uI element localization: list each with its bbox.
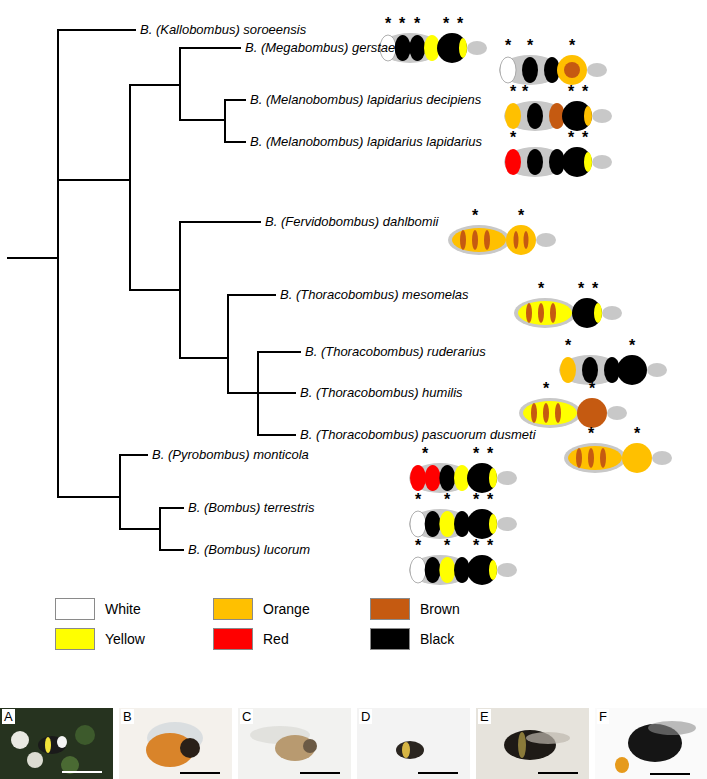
color-pattern-icon	[564, 443, 672, 473]
legend-swatch	[213, 598, 253, 620]
asterisk-mark: *	[444, 539, 450, 553]
asterisk-mark: *	[415, 493, 421, 507]
photo-panel	[357, 708, 470, 779]
color-pattern-icon	[409, 463, 517, 493]
phylogeny-branches	[8, 30, 300, 550]
color-pattern-icon	[448, 225, 556, 255]
legend-text: Yellow	[105, 630, 145, 648]
asterisk-mark: *	[629, 339, 635, 353]
legend-item: Brown	[370, 598, 460, 620]
asterisk-mark: *	[527, 39, 533, 53]
asterisk-mark: *	[543, 382, 549, 396]
asterisk-mark: *	[582, 131, 588, 145]
asterisk-mark: *	[522, 85, 528, 99]
color-pattern-icon	[409, 555, 517, 585]
asterisk-mark: *	[634, 427, 640, 441]
photo-panel	[119, 708, 232, 779]
asterisk-mark: *	[443, 17, 449, 31]
legend-item: Yellow	[55, 628, 145, 650]
color-pattern-icon	[499, 55, 607, 85]
legend-item: Orange	[213, 598, 310, 620]
legend-text: Red	[263, 630, 289, 648]
panel-letter: F	[597, 709, 609, 724]
legend-swatch	[370, 598, 410, 620]
asterisk-mark: *	[510, 131, 516, 145]
panel-letter: A	[2, 709, 15, 724]
panel-letter: C	[240, 709, 253, 724]
legend-item: Black	[370, 628, 454, 650]
legend-item: White	[55, 598, 141, 620]
legend-text: Orange	[263, 600, 310, 618]
color-pattern-icon	[504, 101, 612, 131]
taxon-name: B. (Kallobombus) soroeensis	[140, 21, 306, 39]
legend-text: Black	[420, 630, 454, 648]
asterisk-mark: *	[582, 85, 588, 99]
asterisk-mark: *	[569, 39, 575, 53]
legend-item: Red	[213, 628, 289, 650]
asterisk-mark: *	[487, 493, 493, 507]
color-pattern-icon	[519, 398, 627, 428]
asterisk-mark: *	[538, 282, 544, 296]
panel-letter: E	[478, 709, 491, 724]
asterisk-mark: *	[422, 447, 428, 461]
color-pattern-icon	[409, 509, 517, 539]
taxon-name: B. (Fervidobombus) dahlbomii	[265, 213, 438, 231]
panel-letter: D	[359, 709, 372, 724]
taxon-name: B. (Thoracobombus) humilis	[300, 384, 463, 402]
taxon-name: B. (Pyrobombus) monticola	[152, 446, 309, 464]
asterisk-mark: *	[578, 282, 584, 296]
color-pattern-icon	[514, 298, 622, 328]
asterisk-mark: *	[472, 209, 478, 223]
asterisk-mark: *	[592, 282, 598, 296]
taxon-name: B. (Thoracobombus) mesomelas	[280, 286, 469, 304]
photo-panel	[238, 708, 351, 779]
legend-text: Brown	[420, 600, 460, 618]
taxon-name: B. (Melanobombus) lapidarius decipiens	[250, 91, 481, 109]
asterisk-mark: *	[473, 493, 479, 507]
taxon-name: B. (Melanobombus) lapidarius lapidarius	[250, 133, 482, 151]
asterisk-mark: *	[505, 39, 511, 53]
asterisk-mark: *	[414, 17, 420, 31]
photo-strip	[0, 708, 707, 779]
legend-text: White	[105, 600, 141, 618]
asterisk-mark: *	[589, 382, 595, 396]
asterisk-mark: *	[568, 131, 574, 145]
taxon-name: B. (Bombus) lucorum	[188, 541, 310, 559]
asterisk-mark: *	[473, 447, 479, 461]
asterisk-mark: *	[518, 209, 524, 223]
asterisk-mark: *	[565, 339, 571, 353]
asterisk-mark: *	[399, 17, 405, 31]
asterisk-mark: *	[487, 447, 493, 461]
legend-swatch	[55, 598, 95, 620]
asterisk-mark: *	[385, 17, 391, 31]
taxon-name: B. (Thoracobombus) pascuorum dusmeti	[300, 426, 536, 444]
taxon-name: B. (Thoracobombus) ruderarius	[305, 343, 486, 361]
taxon-name: B. (Megabombus) gerstaeckeri	[245, 39, 423, 57]
legend-swatch	[213, 628, 253, 650]
asterisk-mark: *	[415, 539, 421, 553]
asterisk-mark: *	[568, 85, 574, 99]
asterisk-mark: *	[588, 427, 594, 441]
asterisk-mark: *	[487, 539, 493, 553]
photo-panel	[595, 708, 707, 779]
legend-swatch	[370, 628, 410, 650]
photo-panel	[0, 708, 113, 779]
panel-letter: B	[121, 709, 134, 724]
asterisk-mark: *	[510, 85, 516, 99]
color-pattern-icon	[504, 147, 612, 177]
photo-panel	[476, 708, 589, 779]
taxon-name: B. (Bombus) terrestris	[188, 499, 314, 517]
asterisk-mark: *	[457, 17, 463, 31]
asterisk-mark: *	[444, 493, 450, 507]
color-pattern-icon	[559, 355, 667, 385]
legend-swatch	[55, 628, 95, 650]
asterisk-mark: *	[473, 539, 479, 553]
